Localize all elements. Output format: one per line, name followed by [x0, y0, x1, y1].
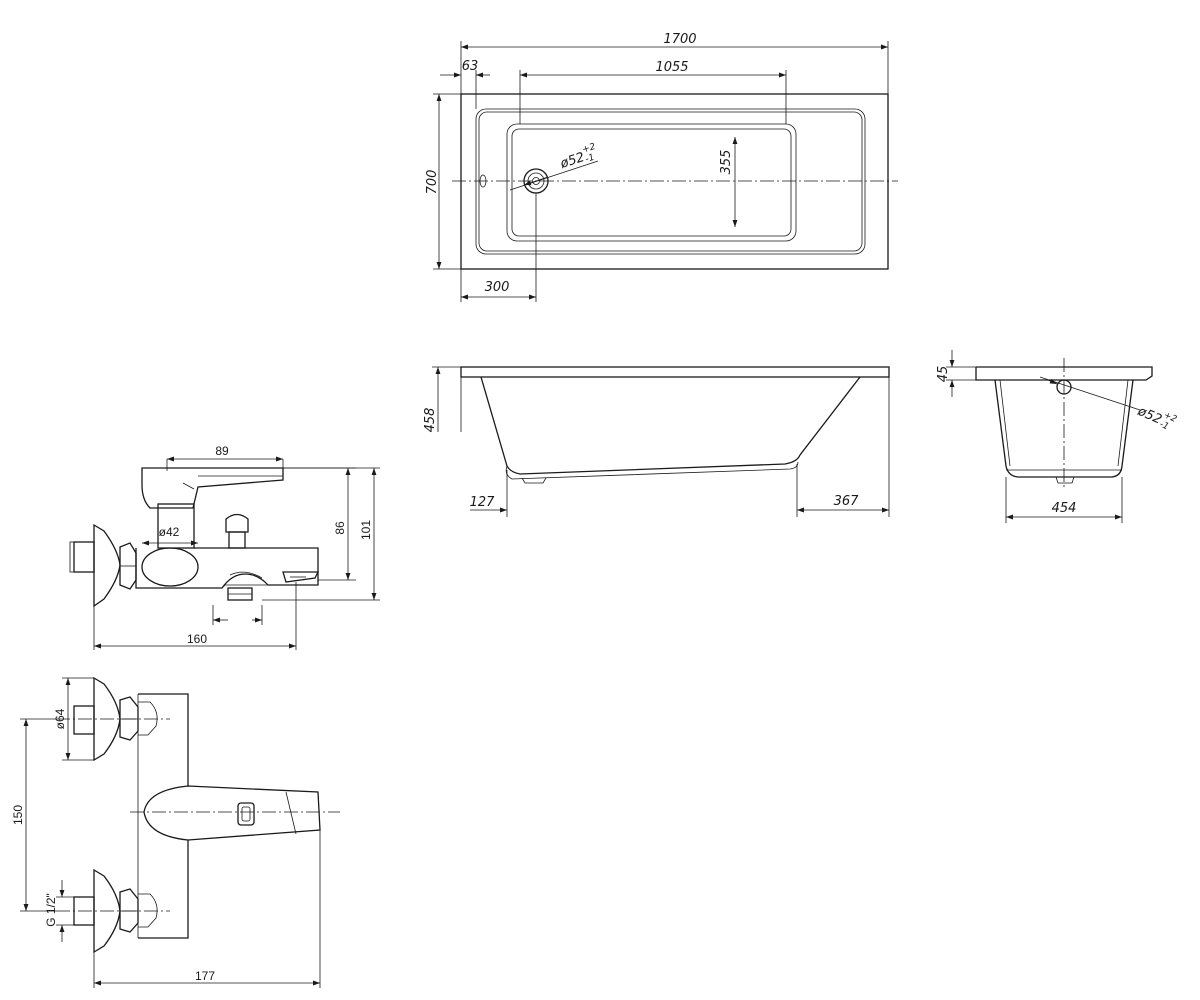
dim-height-458: 458: [423, 408, 438, 433]
dim-outlet-height-86: 86: [333, 521, 347, 535]
dim-total-length-177: 177: [195, 969, 215, 983]
dim-thread-g12: G 1/2": [44, 893, 58, 927]
dim-end-drain-tol-minus: -1: [1158, 420, 1170, 433]
dim-center-distance-150: 150: [11, 805, 25, 825]
dim-lever-length-89: 89: [215, 444, 229, 458]
dim-depth-160: 160: [187, 632, 207, 646]
bathtub-end-view: 45 454 ø52 +2 -1: [936, 350, 1178, 523]
dim-left-offset-127: 127: [470, 495, 496, 510]
dim-body-diameter-42: ø42: [159, 525, 180, 539]
dim-drain-tol-plus: +2: [581, 142, 597, 156]
dim-total-height-101: 101: [359, 520, 373, 540]
dim-rim-63: 63: [462, 59, 479, 74]
dim-drain-offset-300: 300: [485, 280, 510, 295]
dim-bottom-width-454: 454: [1052, 501, 1077, 516]
dim-rim-height-45: 45: [936, 366, 951, 383]
bathtub-side-view: 458 127 367: [423, 366, 890, 517]
dim-drain-tol-minus: -1: [584, 153, 596, 165]
dim-right-offset-367: 367: [834, 494, 860, 509]
dim-inner-length-1055: 1055: [655, 60, 688, 75]
bathtub-top-view: 1700 63 1055 700 355 300 ø52 +2 -1: [425, 32, 898, 302]
mixer-front-view: ø64 150 G 1/2" 177: [11, 676, 340, 988]
dim-drain-diameter: ø52: [558, 150, 587, 172]
dim-inner-width-355: 355: [719, 150, 734, 175]
dim-length-1700: 1700: [663, 32, 696, 47]
dim-width-700: 700: [425, 170, 440, 195]
dim-escutcheon-diameter-64: ø64: [53, 708, 67, 729]
mixer-side-view: 89 ø42 86 101 160: [69, 444, 380, 650]
